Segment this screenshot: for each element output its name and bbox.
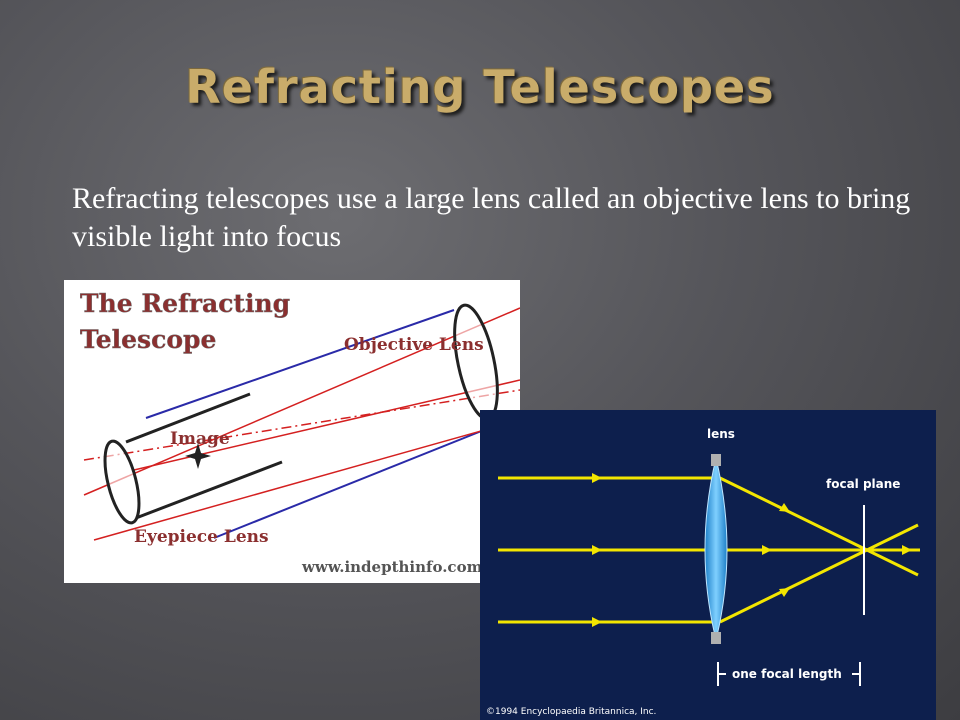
ray-axis — [83, 389, 520, 461]
diagram-title-line2: Telescope — [80, 325, 216, 354]
lens-mount-bottom — [711, 632, 721, 644]
label-eyepiece-lens: Eyepiece Lens — [134, 527, 269, 547]
tube-upper-line — [145, 309, 455, 419]
label-image: Image — [170, 429, 230, 449]
diagram-title-line1: The Refracting — [80, 289, 290, 318]
label-objective-lens: Objective Lens — [344, 335, 484, 355]
refracting-telescope-illustration: The Refracting Telescope Objective Lens … — [64, 280, 520, 583]
refracted-ray-top — [719, 476, 919, 577]
arrow-icon — [779, 503, 790, 512]
image-star-icon — [185, 443, 211, 469]
refracted-ray-bottom — [719, 523, 919, 624]
ray-upper — [83, 307, 520, 496]
objective-lens-ellipse — [453, 303, 499, 421]
lens-focal-diagram: lens focal plane one focal length ©1994 … — [480, 410, 936, 720]
lens-mount-top — [711, 454, 721, 466]
arrow-icon — [592, 473, 602, 483]
convex-lens-shape — [704, 457, 728, 641]
focal-diagram-svg: lens focal plane one focal length ©1994 … — [486, 427, 920, 717]
arrow-icon — [762, 545, 772, 555]
eyepiece-upper-line — [125, 392, 251, 444]
arrow-icon — [779, 588, 790, 597]
arrow-icon — [592, 617, 602, 627]
watermark-url: www.indepthinfo.com — [301, 558, 483, 576]
ray-lower — [93, 419, 520, 541]
arrow-icon — [902, 545, 912, 555]
tube-lower-line — [213, 421, 505, 539]
slide-body-text: Refracting telescopes use a large lens c… — [72, 182, 911, 253]
copyright-notice: ©1994 Encyclopaedia Britannica, Inc. — [486, 707, 656, 717]
label-focal-plane: focal plane — [826, 477, 900, 491]
telescope-diagram: The Refracting Telescope Objective Lens … — [80, 289, 520, 576]
eyepiece-lens-ellipse — [103, 439, 141, 525]
slide-title: Refracting Telescopes — [185, 60, 775, 114]
label-focal-length: one focal length — [732, 667, 842, 681]
label-lens: lens — [707, 427, 735, 441]
arrow-icon — [592, 545, 602, 555]
eyepiece-lower-line — [135, 460, 283, 520]
